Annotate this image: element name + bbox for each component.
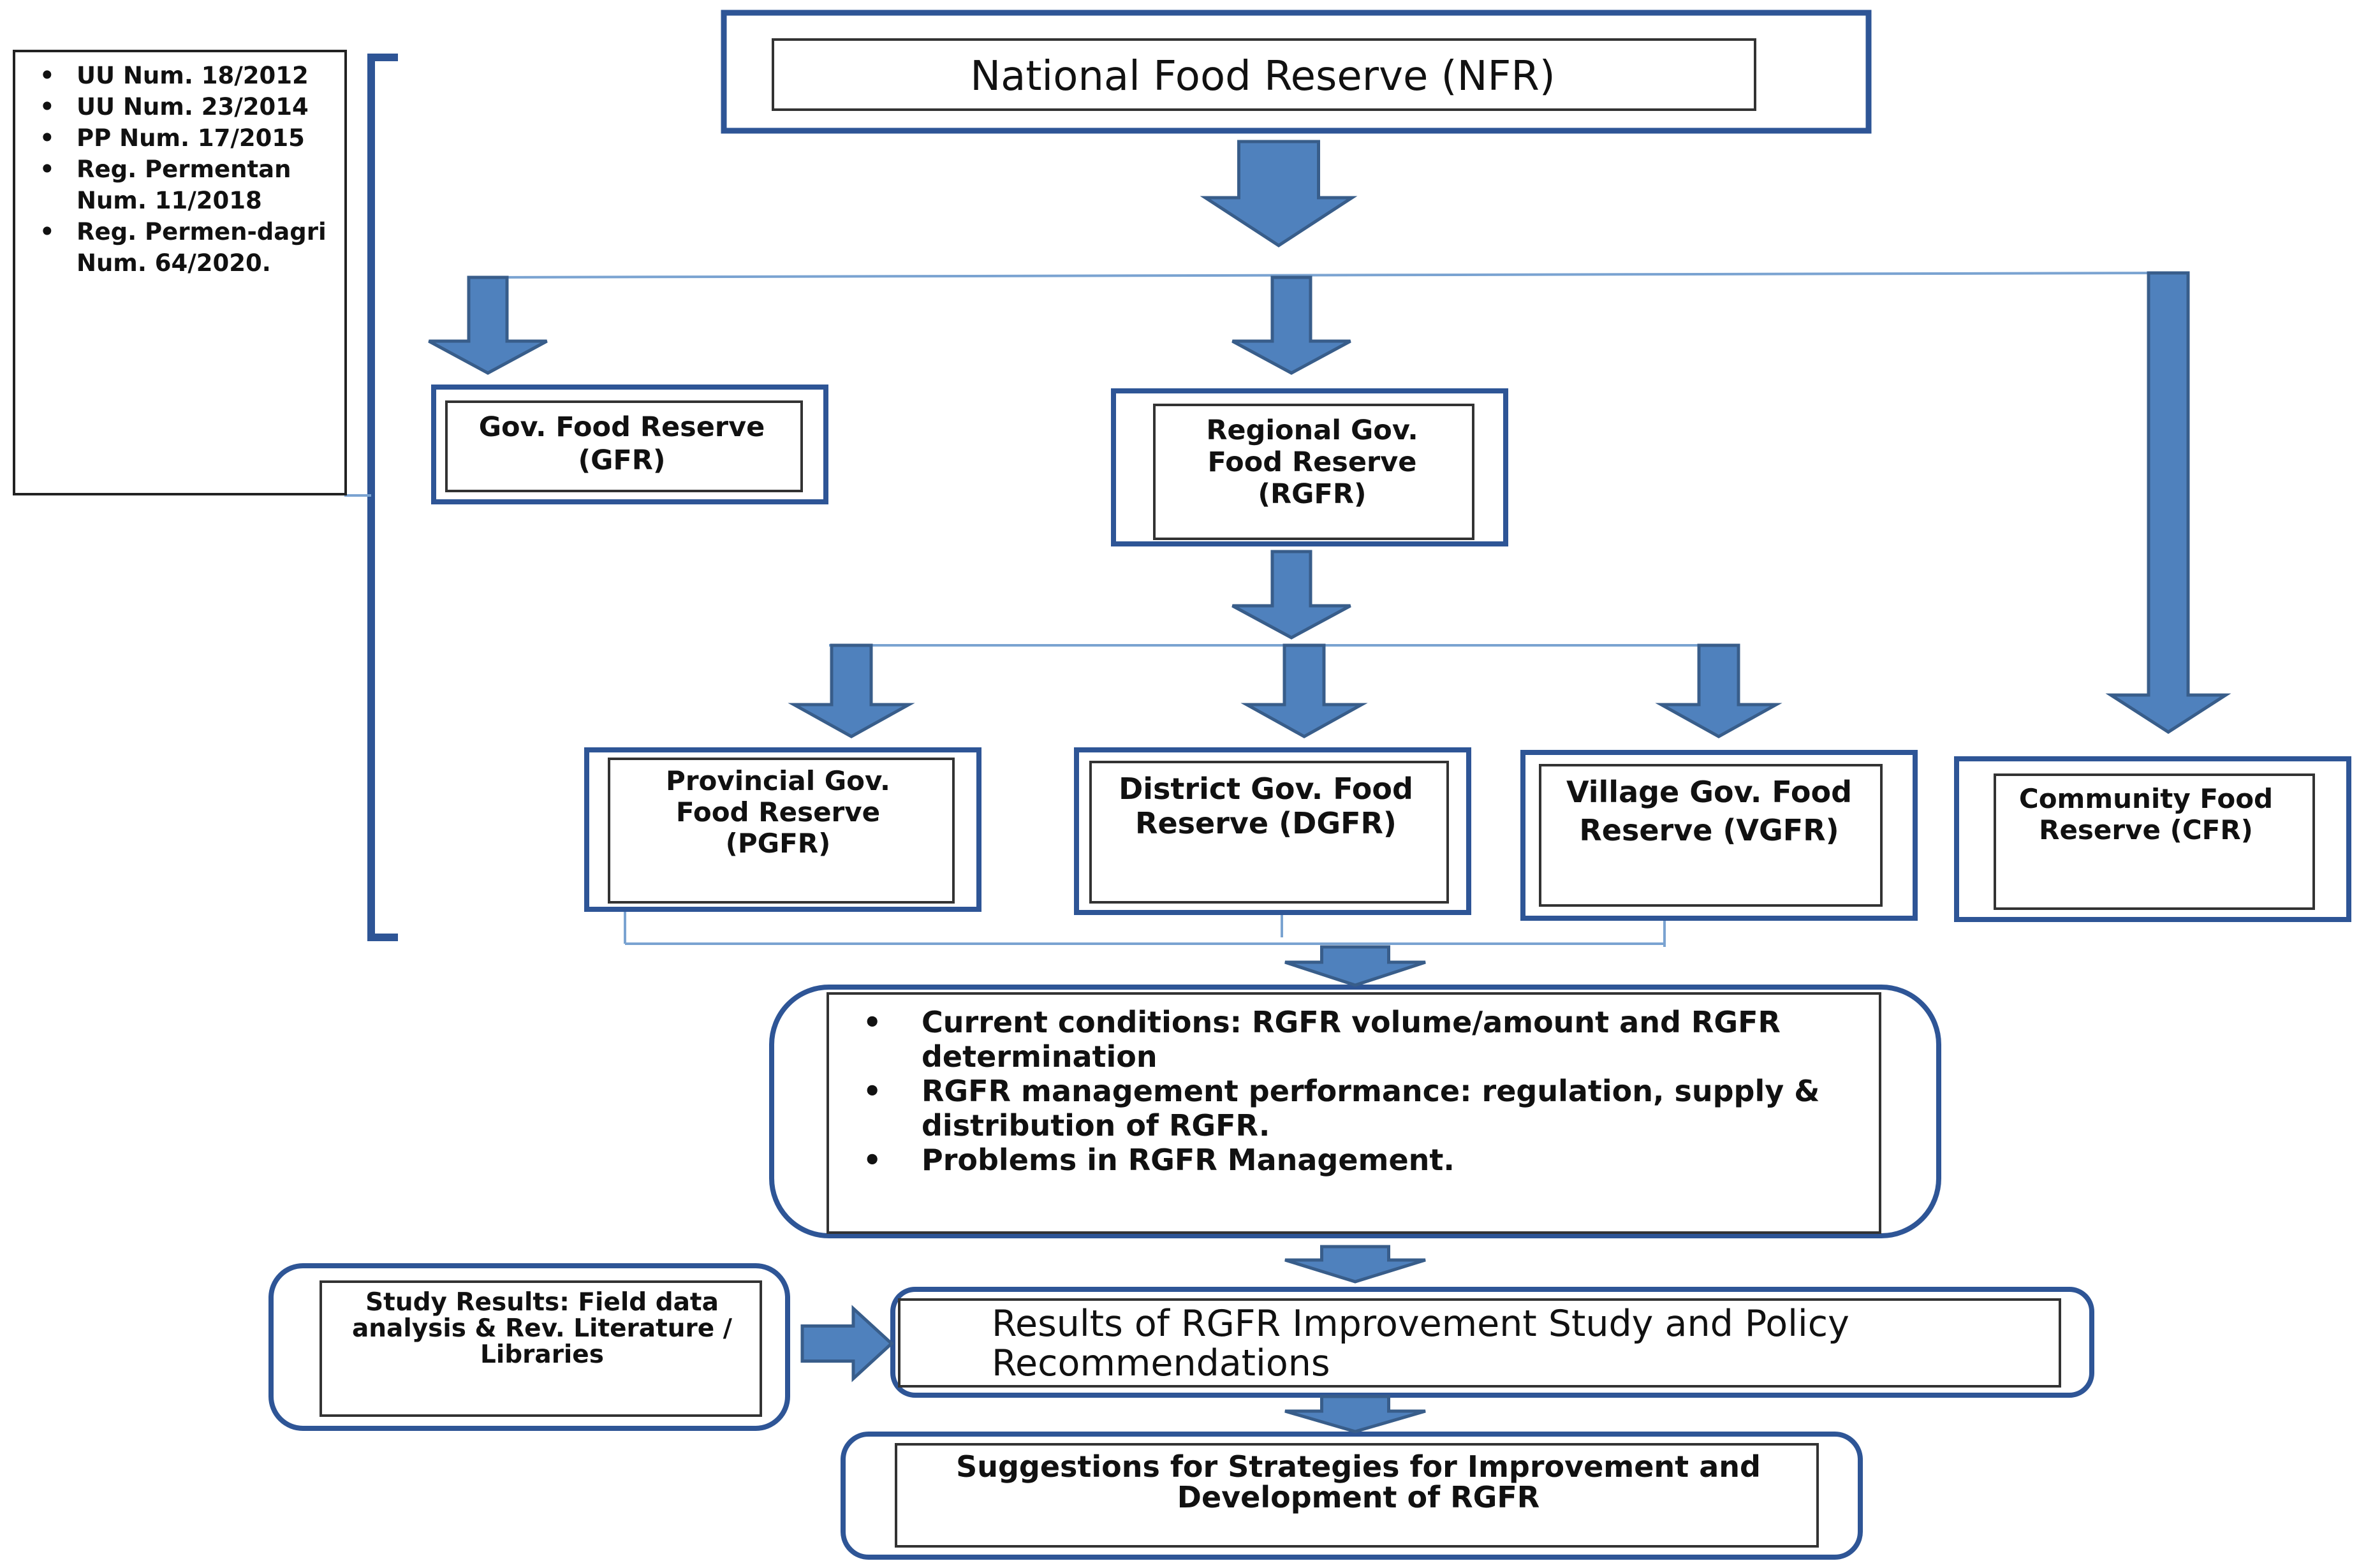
cfr-down-arrow — [2105, 271, 2231, 734]
improvement-results-label: Results of RGFR Improvement Study and Po… — [992, 1303, 1849, 1384]
pgfr-down-arrow — [788, 643, 915, 738]
rgfr-label: Regional Gov. Food Reserve (RGFR) — [1206, 414, 1418, 510]
gfr-down-arrow — [428, 275, 548, 375]
nfr-down-arrow — [1200, 140, 1358, 247]
vgfr-box-inner — [1539, 764, 1883, 907]
dgfr-box-inner — [1089, 761, 1449, 904]
conditions-list: Current conditions: RGFR volume/amount a… — [832, 1005, 1878, 1177]
rgfr-down-arrow — [1231, 275, 1351, 375]
dgfr-label: District Gov. Food Reserve (DGFR) — [1119, 772, 1413, 840]
conditions-to-results-arrow — [1284, 1245, 1426, 1284]
study-results-box-inner — [320, 1280, 762, 1417]
results-to-suggestions-arrow — [1284, 1395, 1426, 1433]
regulation-item: UU Num. 18/2012 — [14, 60, 346, 91]
cfr-label: Community Food Reserve (CFR) — [2018, 783, 2274, 846]
nfr-label: National Food Reserve (NFR) — [970, 53, 1555, 100]
pgfr-box-inner — [608, 758, 955, 904]
condition-item: Problems in RGFR Management. — [832, 1143, 1878, 1177]
regulation-item: UU Num. 23/2014 — [14, 91, 346, 122]
nfr-box-inner — [772, 38, 1756, 111]
rgfr-split-arrow — [1231, 550, 1351, 640]
vgfr-label: Village Gov. Food Reserve (VGFR) — [1566, 775, 1853, 847]
suggestions-label: Suggestions for Strategies for Improveme… — [956, 1449, 1761, 1514]
study-results-label: Study Results: Field data analysis & Rev… — [351, 1288, 733, 1369]
condition-item: RGFR management performance: regulation,… — [832, 1074, 1878, 1143]
top-connector-line — [471, 272, 2182, 279]
improvement-results-box-inner — [898, 1298, 2061, 1388]
regulation-item: Reg. Permentan Num. 11/2018 — [14, 154, 346, 216]
suggestions-box-inner — [895, 1443, 1819, 1548]
cfr-box-inner — [1994, 773, 2315, 910]
levels-to-conditions-arrow — [1284, 945, 1426, 987]
dgfr-down-arrow — [1240, 643, 1368, 738]
study-to-results-arrow — [800, 1305, 894, 1382]
regulation-item: PP Num. 17/2015 — [14, 122, 346, 154]
rgfr-box-inner — [1153, 404, 1474, 540]
regulations-list: UU Num. 18/2012 UU Num. 23/2014 PP Num. … — [14, 60, 346, 279]
condition-item: Current conditions: RGFR volume/amount a… — [832, 1005, 1878, 1074]
vgfr-down-arrow — [1655, 643, 1782, 738]
gfr-label: Gov. Food Reserve (GFR) — [478, 411, 765, 476]
regulations-bracket — [367, 54, 398, 941]
gfr-box-inner — [445, 400, 803, 492]
pgfr-label: Provincial Gov. Food Reserve (PGFR) — [666, 765, 890, 859]
regulation-item: Reg. Permen-dagri Num. 64/2020. — [14, 216, 346, 279]
